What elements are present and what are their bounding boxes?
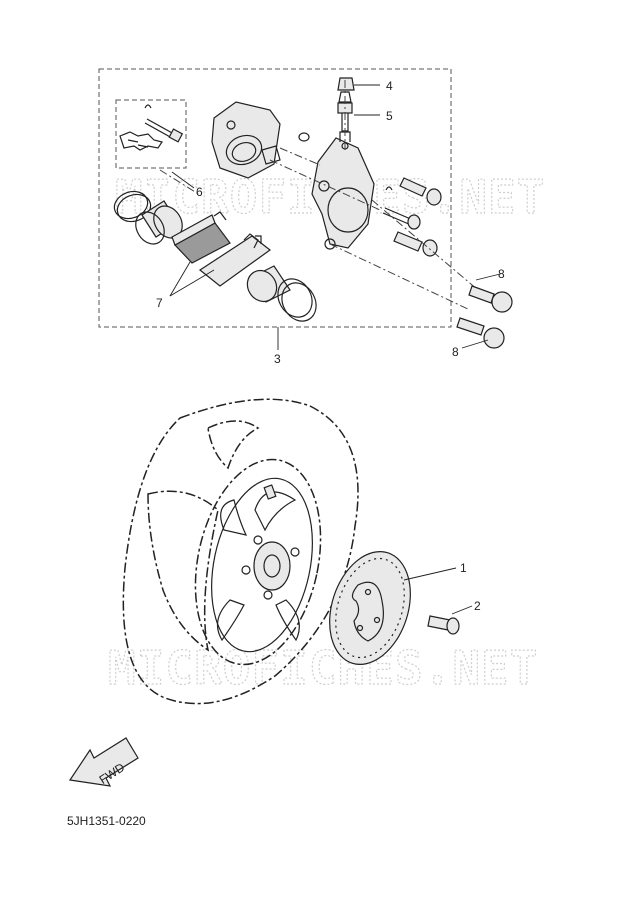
caliper-half [211, 101, 281, 179]
pin-bolt [144, 104, 184, 143]
callout-8-upper: 8 [498, 267, 505, 281]
callout-8-lower: 8 [452, 345, 459, 359]
wheel-spokes [216, 491, 300, 642]
valve-stem [263, 484, 277, 500]
caliper-bolt-middle [382, 207, 421, 230]
brake-pad-left [171, 211, 231, 264]
disc-bolt [427, 615, 460, 635]
piston-seal-right [277, 278, 317, 322]
bolt-indicator-mark [385, 186, 393, 191]
callout-2: 2 [474, 599, 481, 613]
fwd-arrow: FWD [68, 737, 139, 787]
brake-disc [329, 551, 411, 665]
pad-spring [119, 131, 163, 151]
bleed-screw-cap [337, 77, 355, 91]
brake-pad-right [198, 233, 272, 287]
o-ring [298, 132, 310, 142]
diagram-code: 5JH1351-0220 [67, 814, 146, 828]
rear-wheel [122, 398, 359, 705]
caliper-assembly-group [98, 68, 479, 328]
callout-3: 3 [274, 352, 281, 366]
callout-7: 7 [156, 296, 163, 310]
caliper-bracket [311, 131, 375, 250]
caliper-assembly-box [98, 68, 452, 328]
piston-right [246, 265, 291, 303]
mounting-bolt-lower [456, 317, 505, 349]
wheel-hub [241, 535, 300, 600]
callout-5: 5 [386, 109, 393, 123]
mounting-bolt-upper [468, 285, 513, 313]
callout-6: 6 [196, 185, 203, 199]
pin-kit-box [115, 99, 187, 169]
tire [122, 398, 359, 705]
callout-4: 4 [386, 79, 393, 93]
piston-seal-left [113, 190, 152, 223]
caliper-bolt-lower [393, 231, 438, 257]
caliper-bolt-upper [399, 177, 442, 206]
rim [194, 458, 322, 666]
callout-1: 1 [460, 561, 467, 575]
watermark-bottom: MICROFICHES.NET [108, 641, 538, 695]
